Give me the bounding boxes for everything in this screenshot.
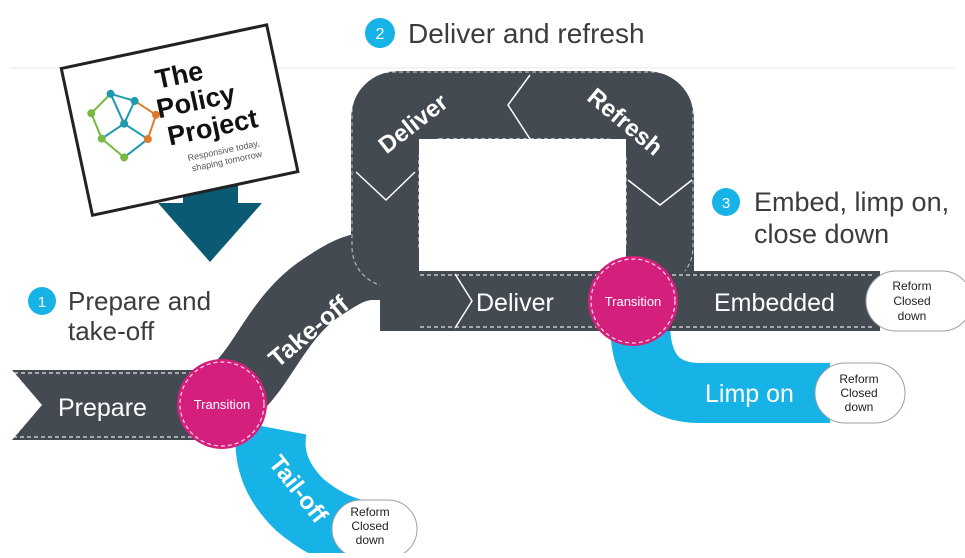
embedded-endpoint-line1: Reform	[892, 279, 931, 293]
embedded-endpoint: Reform Closed down	[865, 270, 965, 332]
logo-sign-board	[59, 23, 300, 218]
stage-3-number: 3	[722, 195, 730, 212]
prepare-road	[12, 370, 200, 440]
limp-on-endpoint-line2: Closed	[840, 386, 877, 400]
transition-left: Transition	[177, 359, 267, 449]
stage-3-title-line1: Embed, limp on,	[754, 187, 949, 217]
limp-on-endpoint-line3: down	[845, 400, 874, 414]
stage-2-heading: 2 Deliver and refresh	[365, 18, 645, 49]
deliver-refresh-loop	[351, 71, 694, 300]
limp-on-label: Limp on	[705, 380, 794, 408]
stage-1-badge	[28, 287, 56, 315]
tail-off-endpoint-line2: Closed	[351, 519, 388, 533]
stage-2-number: 2	[376, 26, 385, 43]
stage-1-title-line2: take-off	[68, 316, 155, 346]
stage-2-title: Deliver and refresh	[408, 18, 645, 49]
tail-off-endpoint: Reform Closed down	[331, 499, 418, 558]
transition-left-label: Transition	[194, 397, 251, 412]
stage-1-number: 1	[38, 294, 46, 311]
tail-off-endpoint-line3: down	[356, 533, 385, 547]
policy-project-sign: The Policy Project Responsive today, sha…	[59, 23, 300, 262]
deliver-label: Deliver	[476, 289, 554, 317]
embedded-label: Embedded	[714, 289, 835, 317]
embedded-endpoint-line2: Closed	[893, 294, 930, 308]
prepare-label: Prepare	[58, 394, 147, 422]
limp-on-endpoint: Reform Closed down	[814, 362, 906, 424]
embedded-endpoint-line3: down	[898, 309, 927, 323]
transition-right: Transition	[588, 256, 678, 346]
stage-3-heading: 3 Embed, limp on, close down	[712, 187, 949, 249]
stage-1-title-line1: Prepare and	[68, 286, 211, 316]
stage-2-badge	[365, 18, 395, 48]
stage-3-badge	[712, 188, 740, 216]
stage-3-title-line2: close down	[754, 219, 889, 249]
transition-right-label: Transition	[605, 294, 662, 309]
network-logo-icon	[87, 89, 160, 162]
tail-off-endpoint-line1: Reform	[350, 505, 389, 519]
stage-1-heading: 1 Prepare and take-off	[28, 286, 211, 346]
limp-on-endpoint-line1: Reform	[839, 372, 878, 386]
